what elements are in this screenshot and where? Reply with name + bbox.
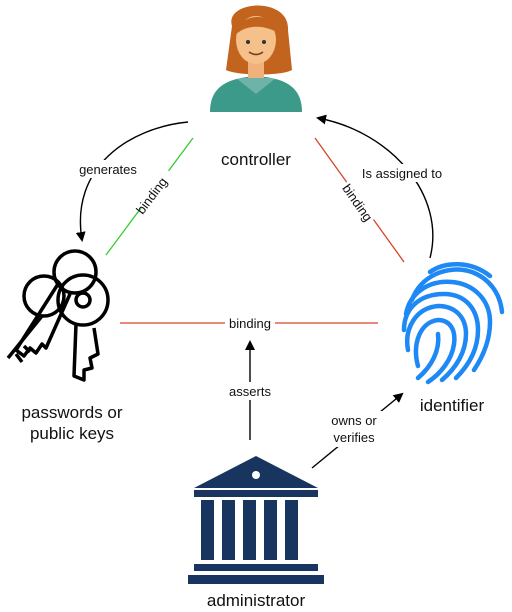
binding-label-keys-identifier: binding [229, 316, 271, 331]
arrow-generates [75, 121, 189, 242]
owns-or-verifies-label-line1: owns or [331, 413, 377, 428]
binding-label-controller-identifier: binding [339, 181, 375, 224]
arrow-is-assigned-to [316, 114, 434, 259]
bank-building-icon [188, 456, 324, 584]
identifier-label: identifier [420, 396, 485, 415]
generates-label: generates [79, 162, 137, 177]
person-icon [210, 5, 302, 112]
is-assigned-to-label: Is assigned to [362, 166, 442, 181]
administrator-label: administrator [207, 591, 306, 610]
keys-label-line2: public keys [30, 424, 114, 443]
keys-icon [6, 249, 110, 382]
fingerprint-icon [401, 262, 505, 385]
controller-label: controller [221, 150, 291, 169]
keys-label-line1: passwords or [21, 403, 122, 422]
owns-or-verifies-label-line2: verifies [333, 430, 375, 445]
asserts-label: asserts [229, 384, 271, 399]
building-pediment-dot [252, 471, 260, 479]
